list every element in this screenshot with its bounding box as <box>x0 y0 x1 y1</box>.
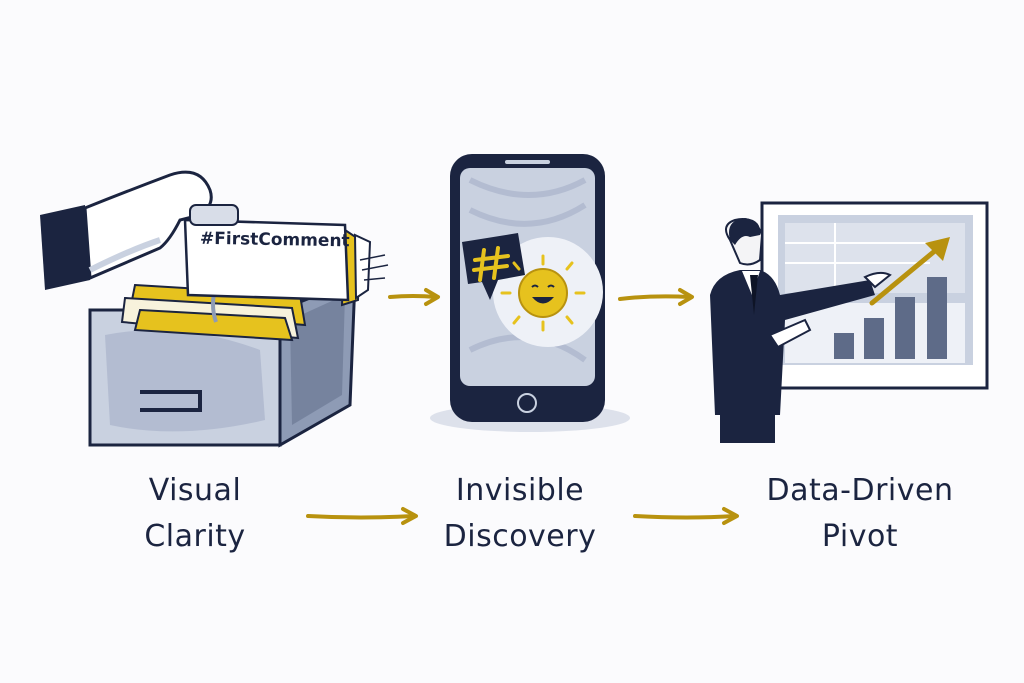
step-2-illustration <box>430 150 630 435</box>
file-tab-label: #FirstComment <box>199 228 350 252</box>
step-2-label-line2: Discovery <box>443 519 597 554</box>
file-cabinet-icon <box>40 170 389 448</box>
step-1-label-line1: Visual <box>148 473 242 508</box>
arrow-right-icon <box>388 288 440 306</box>
step-1-illustration: #FirstComment <box>30 160 400 450</box>
hashtag-speech-bubble-icon <box>462 233 525 300</box>
arrow-right-icon <box>618 288 694 306</box>
step-3-illustration <box>700 195 995 445</box>
step-2-label-line1: Invisible <box>455 473 585 508</box>
arrow-right-icon <box>306 507 418 525</box>
step-3-label-line2: Pivot <box>821 519 899 554</box>
step-1-label: Visual Clarity <box>100 468 290 560</box>
step-3-label: Data-Driven Pivot <box>745 468 975 560</box>
step-1-label-line2: Clarity <box>144 519 246 554</box>
smiling-sun-icon <box>500 254 586 332</box>
presenter-chart-icon <box>710 201 989 443</box>
step-2-label: Invisible Discovery <box>425 468 615 560</box>
smartphone-icon <box>430 154 630 432</box>
arrow-right-icon <box>633 507 739 525</box>
step-3-label-line1: Data-Driven <box>766 473 954 508</box>
